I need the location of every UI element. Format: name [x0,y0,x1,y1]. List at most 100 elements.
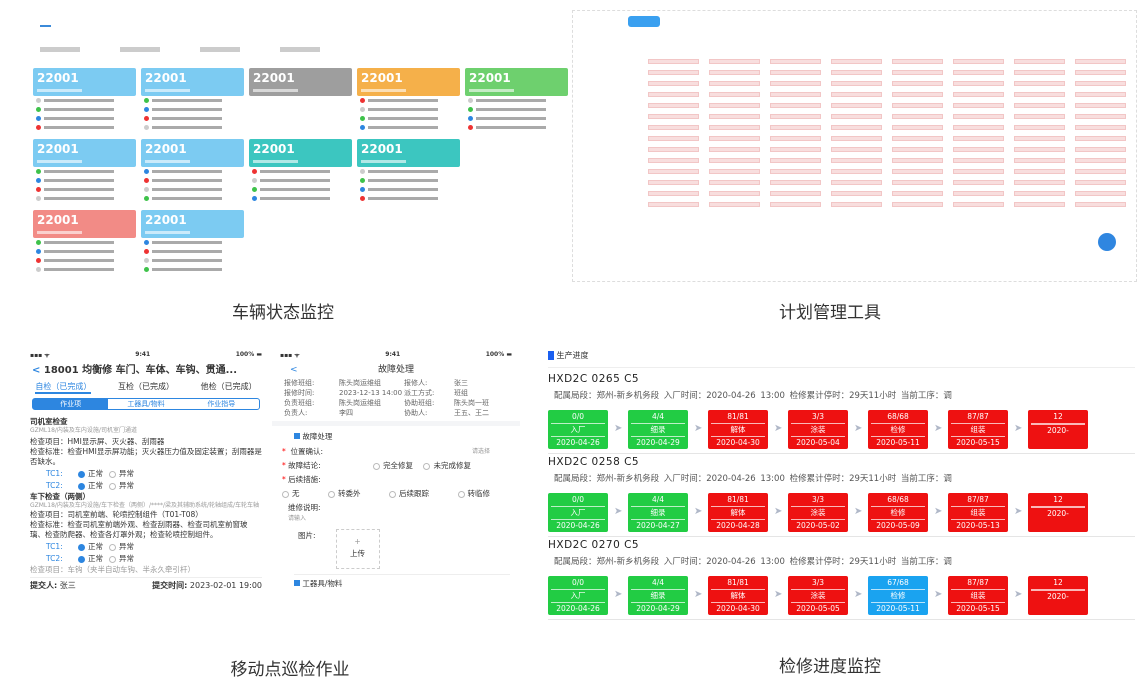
tab-self-check[interactable]: 自检（已完成） [35,381,92,394]
filter-bar [40,43,555,57]
tab[interactable] [40,14,52,27]
plan-button[interactable] [628,16,660,27]
radio-outsource[interactable]: 转委外 [328,487,361,501]
radio-normal[interactable]: 正常 [78,541,103,552]
card-number: 22001 [37,213,79,227]
conclusion-label: 故障结论: [288,461,321,470]
card-number: 22001 [37,71,79,85]
page-title: 故障处理 [377,365,414,375]
followup-label: 后续措施: [288,475,321,484]
vehicle-card[interactable]: 22001 [33,68,136,132]
vehicle-card[interactable]: 22001 [141,139,244,203]
tc-label: TC2: [46,554,63,563]
check-item: 检查项目：车钩（夹半自动车钩、半永久牵引杆） [30,565,195,574]
section-name: 车下检查（两侧） [30,492,90,501]
card-number: 22001 [145,213,187,227]
calendar-row [648,92,1126,97]
add-button[interactable] [1098,233,1116,251]
radio-abnormal[interactable]: 异常 [109,553,134,564]
card-number: 22001 [37,142,79,156]
vehicle-card[interactable]: 22001 [357,139,460,203]
caption-plan-tool: 计划管理工具 [779,303,881,323]
page-title: 18001 均衡修 车门、车体、车钩、贯通... [43,365,238,376]
vehicle-info: 配属局段：郑州-新乡机务段 入厂时间：2020-04-26 13:00 检修累计… [554,557,952,567]
location-field[interactable]: * 位置确认:请选择 [282,447,490,456]
calendar-row [648,169,1126,174]
arrow-icon: ➤ [694,423,703,434]
card-number: 22001 [145,142,187,156]
status-tabs [25,8,570,33]
info-row: 报修班组:陈头岗运维组报修人:张三 [284,379,468,387]
segment-work-items[interactable]: 作业项 [33,399,109,409]
arrow-icon: ➤ [854,589,863,600]
vehicle-card[interactable]: 22001 [249,68,352,96]
vehicle-card[interactable]: 22001 [465,68,568,132]
vehicle-card[interactable]: 22001 [33,139,136,203]
calendar-row [648,136,1126,141]
tc-label: TC1: [46,542,63,551]
segment-tools[interactable]: 工器具/物料 [127,400,165,408]
info-row: 负责人:李四协助人:王五、王二 [284,409,489,417]
radio-fixed[interactable]: 完全修复 [373,461,413,470]
radio-abnormal[interactable]: 异常 [109,480,134,491]
back-icon[interactable]: < [290,365,298,375]
vehicle-card[interactable]: 22001 [249,139,352,203]
desc-input[interactable]: 请输入 [288,515,307,522]
radio-normal[interactable]: 正常 [78,468,103,479]
submit-time: 2023-02-01 19:00 [189,581,262,590]
tc-label: TC1: [46,469,63,478]
vehicle-card[interactable]: 22001 [141,68,244,132]
calendar-row [648,191,1126,196]
upload-button[interactable]: +上传 [335,529,380,569]
radio-temp-repair[interactable]: 转临修 [457,487,490,501]
radio-normal[interactable]: 正常 [78,553,103,564]
check-standard: 检查标准：检查HMI显示屏功能；灭火器压力值及固定装置；刮雨器是否缺水。 [30,447,262,466]
radio-normal[interactable]: 正常 [78,480,103,491]
vehicle-card[interactable]: 22001 [33,210,136,274]
vehicle-info: 配属局段：郑州-新乡机务段 入厂时间：2020-04-26 13:00 检修累计… [554,474,952,484]
vehicle-card[interactable]: 22001 [357,68,460,132]
tab-other-check[interactable]: 他检（已完成） [200,382,257,391]
tab[interactable] [121,14,132,27]
calendar-row [648,81,1126,86]
radio-track[interactable]: 后续跟踪 [389,487,429,501]
battery: 100% [235,351,255,358]
vehicle-card[interactable]: 22001 [141,210,244,274]
arrow-icon: ➤ [1014,506,1023,517]
tab[interactable] [81,14,91,27]
tab-mutual-check[interactable]: 互检（已完成） [117,382,174,391]
segment-guide[interactable]: 作业指导 [207,400,236,408]
radio-none[interactable]: 无 [282,487,300,501]
calendar-row [648,147,1126,152]
back-icon[interactable]: < [32,365,41,376]
arrow-icon: ➤ [934,589,943,600]
radio-unfixed[interactable]: 未完成修复 [423,461,471,470]
arrow-icon: ➤ [694,589,703,600]
radio-abnormal[interactable]: 异常 [109,468,134,479]
radio-abnormal[interactable]: 异常 [109,541,134,552]
